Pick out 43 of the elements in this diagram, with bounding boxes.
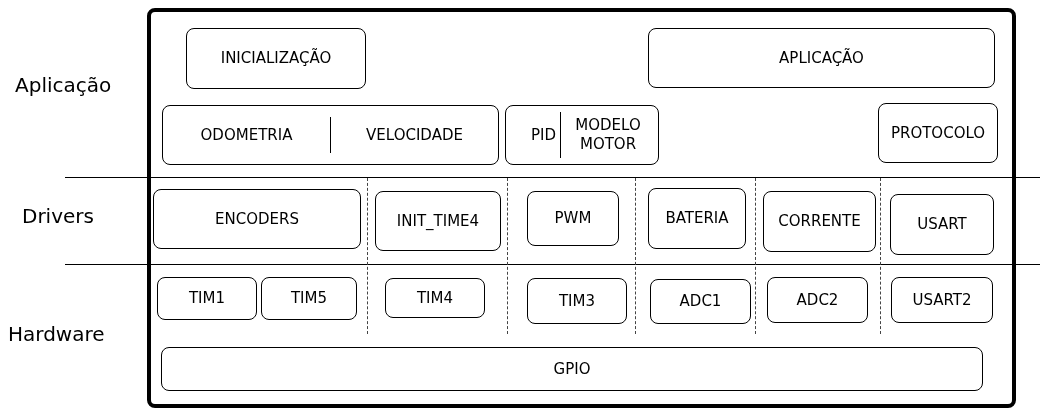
module-box [648, 188, 746, 249]
box-label: PID [531, 125, 556, 145]
box-label: ODOMETRIA [199, 125, 294, 145]
box-label: TIM5 [290, 289, 328, 308]
module-box [261, 277, 357, 320]
box-label: TIM1 [188, 289, 226, 308]
box-label: USART [917, 215, 967, 234]
box-label: BATERIA [665, 209, 729, 228]
module-box [648, 28, 995, 88]
box-label: ADC2 [796, 290, 839, 310]
box-label: ADC1 [679, 292, 722, 311]
box-label: USART2 [912, 290, 972, 310]
box-label: INICIALIZAÇÃO [220, 49, 332, 68]
module-box [153, 189, 361, 249]
module-box [878, 103, 998, 163]
module-box [385, 278, 485, 318]
box-label: INIT_TIME4 [396, 211, 480, 231]
module-box [890, 194, 994, 255]
box-label: TIM3 [558, 291, 596, 311]
module-box [186, 28, 366, 89]
box-label: VELOCIDADE [365, 125, 464, 145]
box-label: TIM4 [416, 288, 454, 308]
module-box [161, 347, 983, 391]
box-label: PWM [554, 209, 592, 228]
module-box [891, 277, 993, 323]
module-box [763, 191, 876, 252]
layer-label: Hardware [8, 322, 105, 346]
box-label: PROTOCOLO [890, 123, 986, 143]
module-box [527, 278, 627, 324]
box-label: MODELO MOTOR [574, 116, 642, 154]
module-box [375, 191, 501, 251]
module-box [650, 279, 751, 324]
box-label: GPIO [553, 359, 591, 379]
box-label: APLICAÇÃO [779, 48, 864, 68]
module-box [157, 277, 257, 320]
module-box [505, 105, 659, 165]
box-label: CORRENTE [778, 212, 861, 231]
box-label: ENCODERS [215, 209, 299, 229]
layer-label: Aplicação [15, 73, 112, 97]
module-box [162, 105, 499, 165]
layer-label: Drivers [22, 204, 94, 228]
module-box [767, 277, 868, 323]
module-box [527, 191, 619, 246]
